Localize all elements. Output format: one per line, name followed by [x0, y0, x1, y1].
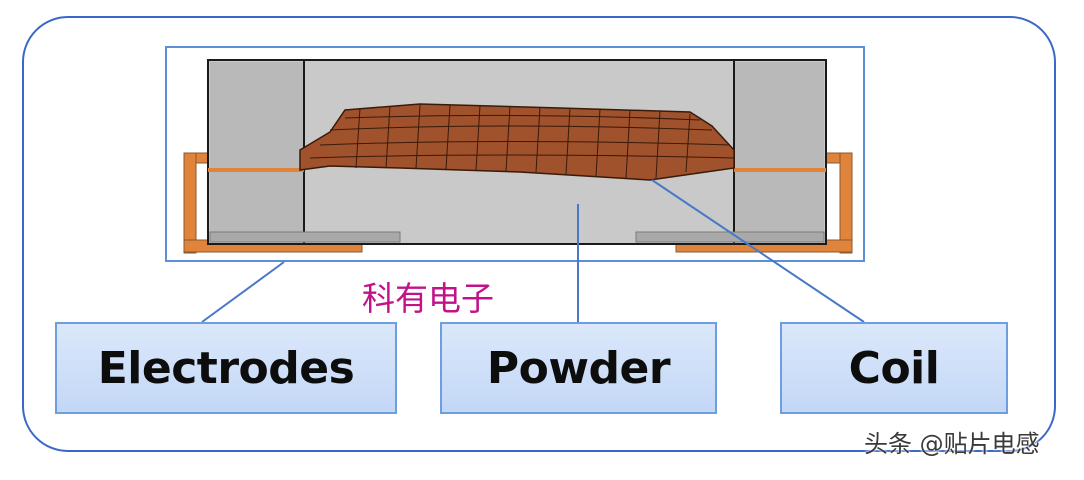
toutiao-watermark: 头条 @贴片电感 — [864, 430, 1040, 458]
zhihu-watermark: 知乎 @贴片电感 — [820, 422, 981, 447]
electrodes-label-box: Electrodes — [55, 322, 397, 414]
coil-label-box: Coil — [780, 322, 1008, 414]
powder-label-box: Powder — [440, 322, 717, 414]
electrodes-label: Electrodes — [97, 342, 355, 394]
outer-frame — [22, 16, 1056, 452]
powder-label: Powder — [486, 342, 671, 394]
coil-bundle — [299, 103, 735, 181]
company-caption: 科有电子 — [362, 279, 494, 318]
coil-label: Coil — [848, 342, 940, 394]
leader-lines — [201, 179, 865, 323]
electrodes-leader-line — [201, 261, 285, 323]
coil-leader-line — [651, 179, 865, 323]
